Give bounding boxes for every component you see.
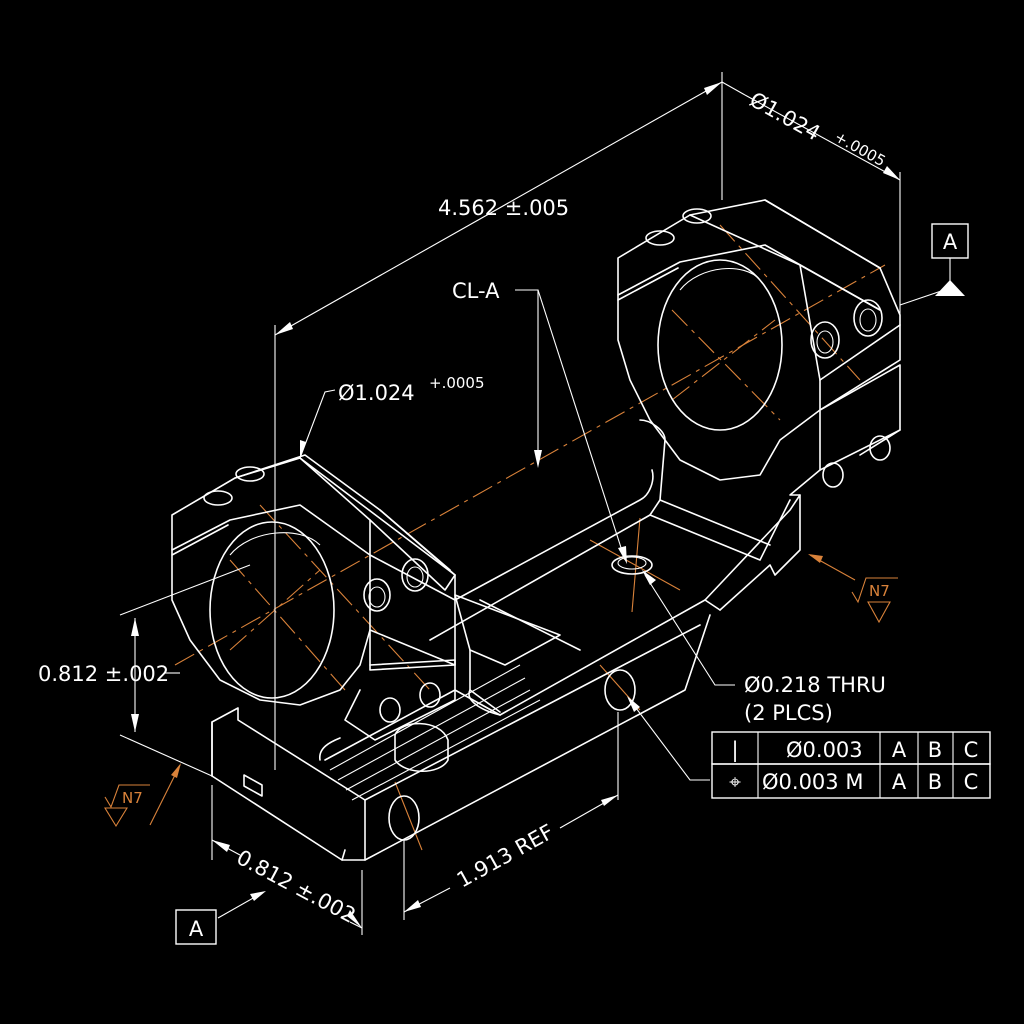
mount-base (211, 419, 801, 861)
dimension-lines (119, 72, 965, 935)
fcf-row1-symbol: | (731, 738, 738, 763)
fcf-row1-datum-c: C (964, 738, 979, 762)
fcf-row2-datum-c: C (964, 770, 979, 794)
centerlines (174, 224, 886, 851)
feature-control-frame: | Ø0.003 A B C ⌖ Ø0.003 M A B C (711, 731, 991, 799)
fcf-row1-datum-b: B (928, 738, 942, 762)
datum-a-top: A (931, 223, 969, 259)
fcf-row2-datum-b: B (928, 770, 942, 794)
rear-ring-diameter-tol: +.0005 (429, 374, 485, 392)
rear-ring-diameter: Ø1.024 (338, 381, 415, 405)
surface-finish-left-label: N7 (122, 789, 143, 807)
rear-ring (171, 454, 456, 741)
fcf-row1-tolerance: Ø0.003 (786, 738, 863, 762)
height-dimension: 0.812 ±.002 (38, 662, 169, 686)
hole-callout-line2: (2 PLCS) (744, 701, 833, 725)
datum-a-bottom-label: A (189, 917, 204, 941)
surface-finish-right: N7 (851, 577, 898, 624)
centerline-label: CL-A (452, 279, 500, 303)
datum-a-bottom: A (175, 909, 217, 945)
surface-finish-right-label: N7 (869, 582, 890, 600)
fcf-row2-datum-a: A (892, 770, 907, 794)
datum-a-top-label: A (943, 230, 958, 254)
overall-length-text: 4.562 ±.005 (438, 196, 569, 220)
fcf-row1-datum-a: A (892, 738, 907, 762)
front-ring (617, 199, 901, 496)
hole-callout-line1: Ø0.218 THRU (744, 673, 886, 697)
fcf-row2-position-icon: ⌖ (729, 770, 741, 794)
fcf-row2-tolerance: Ø0.003 M (762, 770, 863, 794)
surface-finish-left: N7 (104, 784, 150, 828)
